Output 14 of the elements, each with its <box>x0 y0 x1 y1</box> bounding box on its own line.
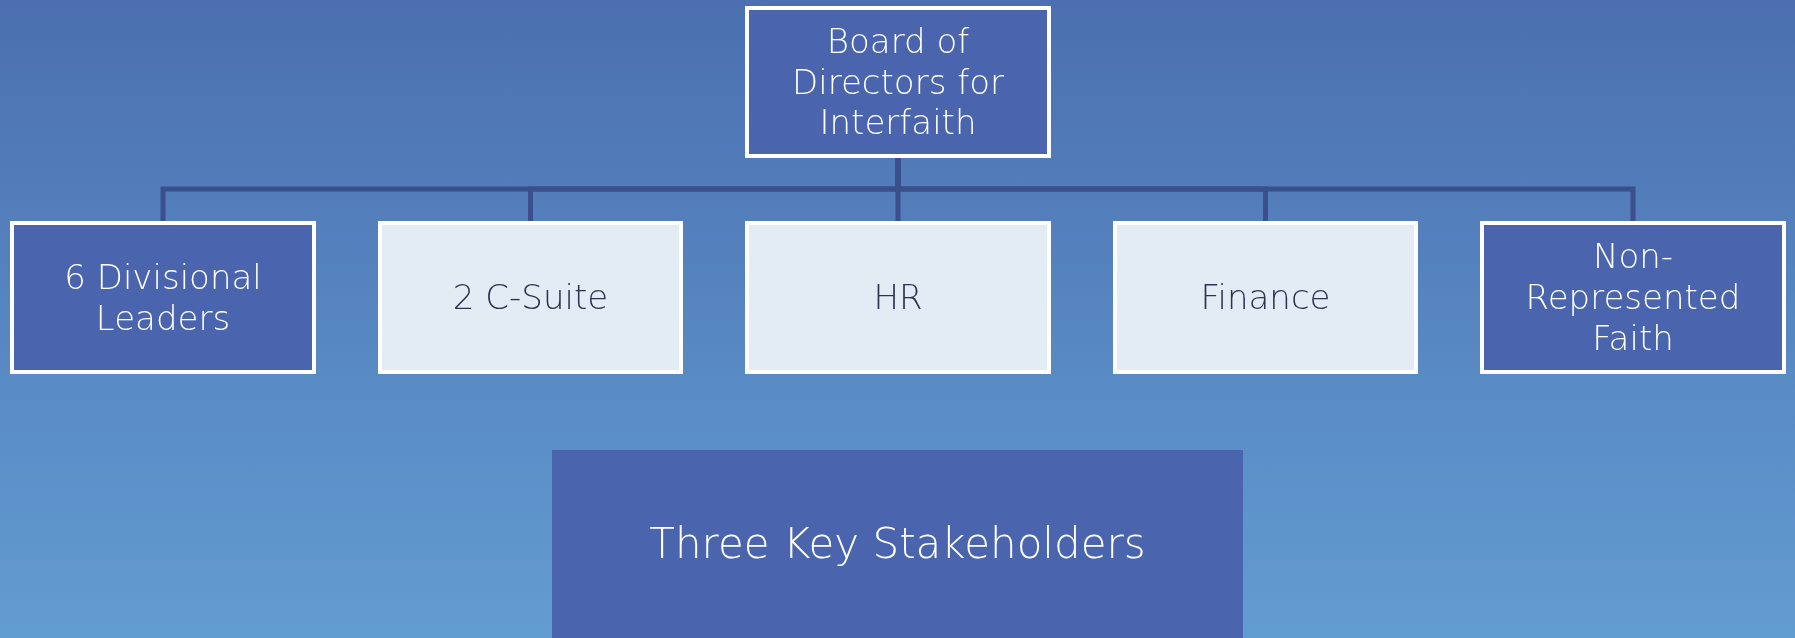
org-box <box>1480 221 1786 374</box>
org-box <box>552 450 1243 638</box>
box-label: 6 Divisional Leaders <box>63 256 263 339</box>
org-box <box>745 6 1051 158</box>
box-label: 2 C-Suite <box>452 277 609 318</box>
box-label: Finance <box>1200 277 1331 318</box>
org-box <box>378 221 683 374</box>
org-box <box>745 221 1051 374</box>
box-label: Non-Represented Faith <box>1524 236 1742 359</box>
org-box <box>1113 221 1418 374</box>
box-label: HR <box>873 277 923 318</box>
org-box <box>10 221 316 374</box>
box-label: Three Key Stakeholders <box>649 518 1146 570</box>
box-label: Board of Directors for Interfaith <box>791 20 1005 144</box>
